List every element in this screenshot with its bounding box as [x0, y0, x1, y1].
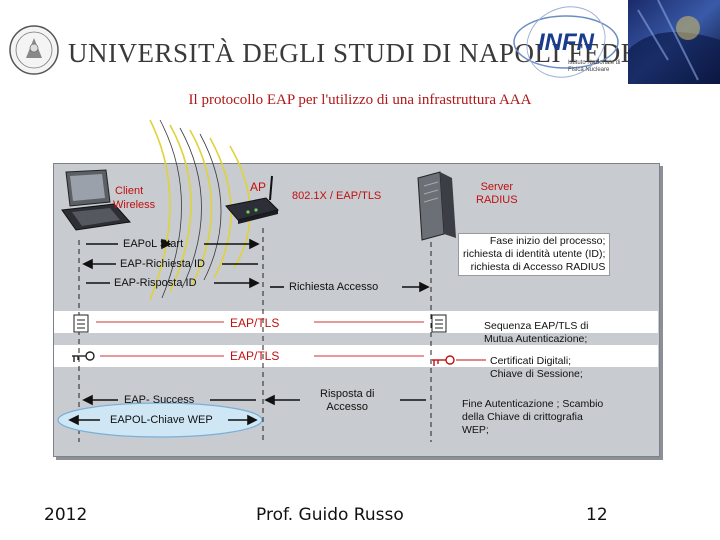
msg-eap-success: EAP- Success [124, 394, 195, 406]
msg-eapol-chiave-wep: EAPOL-Chiave WEP [110, 414, 213, 426]
note-fase-line3: richiesta di Accesso RADIUS [470, 261, 606, 273]
radius-server-icon [417, 171, 456, 241]
note-sequenza-line1: Sequenza EAP/TLS di [484, 320, 589, 332]
header-bar [0, 0, 720, 88]
note-fine-autenticazione: Fine Autenticazione ; Scambio della Chia… [462, 398, 603, 437]
lifelines [78, 228, 432, 442]
tls-lines [96, 321, 424, 357]
footer-year: 2012 [44, 505, 88, 525]
note-fase-inizio: Fase inizio del processo; richiesta di i… [458, 233, 611, 276]
link-label: 802.1X / EAP/TLS [292, 190, 382, 202]
certificate-icon-server [431, 314, 447, 333]
msg-eap-richiesta-id: EAP-Richiesta ID [120, 258, 205, 270]
msg-eapol-start: EAPoL Start [123, 238, 184, 250]
key-icon-server [432, 355, 486, 366]
client-label-line1: Client [115, 185, 144, 197]
note-sequenza: Sequenza EAP/TLS di Mutua Autenticazione… [484, 320, 588, 346]
infn-subtitle: Istituto Nazionale di Fisica Nucleare [568, 60, 621, 73]
slide-title: Il protocollo EAP per l'utilizzo di una … [188, 92, 532, 108]
client-label: Client Wireless [113, 184, 156, 212]
bottom-arrows [82, 394, 426, 406]
note-fine-line3: WEP; [462, 424, 489, 436]
note-fine-line1: Fine Autenticazione ; Scambio [462, 398, 604, 410]
note-certificati: Certificati Digitali; Chiave di Sessione… [490, 355, 583, 381]
server-label-line1: Server [480, 181, 513, 193]
footer-author: Prof. Guido Russo [256, 505, 404, 525]
msg-eap-tls-2: EAP/TLS [230, 349, 280, 363]
note-fase-line1: Fase inizio del processo; [489, 235, 606, 247]
footer-page-number: 12 [586, 505, 608, 525]
msg-eap-risposta-id: EAP-Risposta ID [114, 277, 197, 289]
note-cert-line2: Chiave di Sessione; [490, 368, 583, 380]
access-point-icon [225, 175, 279, 224]
header-photo [628, 0, 720, 84]
client-label-line2: Wireless [113, 199, 156, 211]
note-fine-line2: della Chiave di crittografia [462, 411, 583, 423]
infn-logo: INFN [513, 6, 619, 78]
university-name: UNIVERSITÀ DEGLI STUDI DI NAPOLI FEDERIC… [68, 38, 720, 68]
msg-risposta-accesso-line2: Accesso [326, 401, 368, 413]
certificate-icon [73, 314, 89, 333]
msg-risposta-accesso: Risposta di Accesso [320, 388, 374, 414]
infn-logo-text: INFN [538, 29, 595, 56]
note-cert-line1: Certificati Digitali; [490, 355, 572, 367]
note-sequenza-line2: Mutua Autenticazione; [484, 333, 588, 345]
message-arrows [82, 238, 430, 293]
server-label: Server RADIUS [476, 181, 518, 207]
server-label-line2: RADIUS [476, 194, 518, 206]
key-icon [72, 351, 95, 362]
ap-label: AP [250, 180, 267, 194]
msg-risposta-accesso-line1: Risposta di [320, 388, 375, 400]
wep-key-ellipse [57, 402, 263, 438]
msg-richiesta-accesso: Richiesta Accesso [289, 281, 379, 293]
university-seal-logo [9, 25, 59, 75]
laptop-icon [61, 169, 131, 231]
note-fase-line2: richiesta di identità utente (ID); [463, 248, 606, 260]
msg-eap-tls-1: EAP/TLS [230, 316, 280, 330]
